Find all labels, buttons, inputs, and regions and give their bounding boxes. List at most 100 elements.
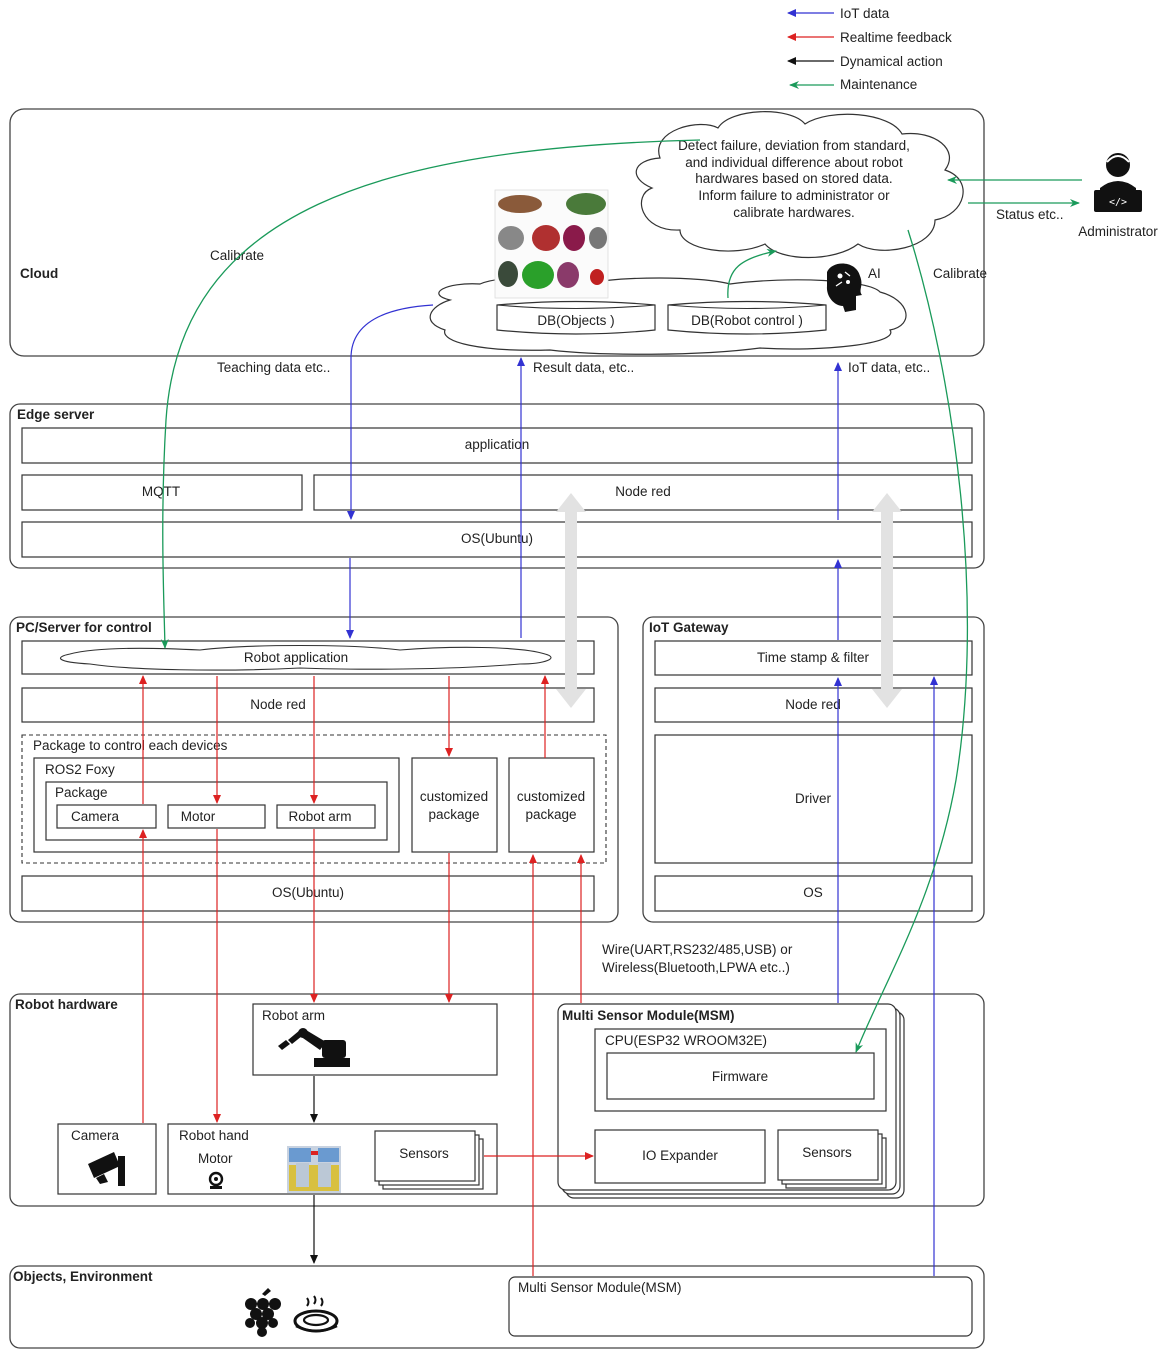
grey-double-arrow-gateway-edge xyxy=(872,493,902,708)
timestamp-filter-box xyxy=(654,640,973,676)
iot-gateway-title: IoT Gateway xyxy=(649,620,729,635)
ai-text-line-2: and individual difference about robot xyxy=(685,155,903,170)
food-dish-icon xyxy=(293,1295,339,1333)
security-camera-icon xyxy=(88,1152,125,1186)
object-images xyxy=(494,189,609,299)
cpu-label: CPU(ESP32 WROOM32E) xyxy=(605,1033,767,1048)
edge-application-box xyxy=(21,427,973,464)
edge-nodered-label: Node red xyxy=(615,484,671,499)
legend: IoT data Realtime feedback Dynamical act… xyxy=(787,6,952,92)
iot-data-flows xyxy=(346,304,938,1276)
ai-head-icon xyxy=(826,263,862,312)
firmware-label: Firmware xyxy=(712,1069,768,1084)
pc-os-box xyxy=(21,875,595,912)
iot-data-label: IoT data, etc.. xyxy=(848,360,930,375)
customized-package-1-line-2: package xyxy=(428,807,479,822)
objects-environment-title: Objects, Environment xyxy=(13,1269,153,1284)
msm-title: Multi Sensor Module(MSM) xyxy=(562,1008,735,1023)
customized-package-2-box xyxy=(508,757,595,853)
edge-application-label: application xyxy=(465,437,530,452)
io-expander-box xyxy=(594,1129,766,1184)
env-msm-label: Multi Sensor Module(MSM) xyxy=(518,1280,682,1295)
realtime-feedback-flows xyxy=(139,675,594,1276)
firmware-box xyxy=(606,1052,875,1100)
edge-os-box xyxy=(21,521,973,558)
wire-label-line-2: Wireless(Bluetooth,LPWA etc..) xyxy=(602,960,790,975)
gateway-driver-label: Driver xyxy=(795,791,832,806)
robot-hand-image xyxy=(287,1146,341,1193)
db-robot-label: DB(Robot control ) xyxy=(691,313,803,328)
package-group-label: Package to control each devices xyxy=(33,738,228,753)
pc-camera-label: Camera xyxy=(71,809,120,824)
teaching-data-label: Teaching data etc.. xyxy=(217,360,330,375)
gateway-nodered-box xyxy=(654,687,973,723)
pc-nodered-label: Node red xyxy=(250,697,306,712)
msm-sensors-label: Sensors xyxy=(802,1145,852,1160)
calibrate-left-label: Calibrate xyxy=(210,248,264,263)
gateway-driver-box xyxy=(654,734,973,864)
hw-motor-label: Motor xyxy=(198,1151,233,1166)
ai-thought-cloud xyxy=(635,111,964,258)
administrator-icon: </> xyxy=(1094,153,1142,212)
pc-robot-arm-box xyxy=(276,804,376,829)
motor-icon xyxy=(208,1171,224,1189)
pc-nodered-box xyxy=(21,687,595,723)
pc-os-label: OS(Ubuntu) xyxy=(272,885,344,900)
edge-nodered-box xyxy=(313,474,973,511)
pc-server-title: PC/Server for control xyxy=(16,620,152,635)
hw-sensors-box xyxy=(374,1130,476,1182)
gateway-nodered-label: Node red xyxy=(785,697,841,712)
result-data-label: Result data, etc.. xyxy=(533,360,634,375)
gateway-os-box xyxy=(654,875,973,912)
administrator-label: Administrator xyxy=(1078,224,1158,239)
ai-text-line-3: hardwares based on stored data. xyxy=(695,171,892,186)
grey-double-arrow-pc-edge xyxy=(556,493,586,708)
cloud-title: Cloud xyxy=(20,266,58,281)
maintenance-flows xyxy=(160,139,1082,1053)
calibrate-right-label: Calibrate xyxy=(933,266,987,281)
customized-package-2-line-2: package xyxy=(525,807,576,822)
grapes-icon xyxy=(245,1288,281,1337)
ai-text-line-5: calibrate hardwares. xyxy=(733,205,855,220)
hw-sensors-label: Sensors xyxy=(399,1146,449,1161)
package-label: Package xyxy=(55,785,108,800)
edge-server-title: Edge server xyxy=(17,407,95,422)
db-robot-cylinder xyxy=(667,300,827,335)
ros2-label: ROS2 Foxy xyxy=(45,762,115,777)
customized-package-1-line-1: customized xyxy=(420,789,488,804)
customized-package-1-box xyxy=(411,757,498,853)
pc-motor-label: Motor xyxy=(181,809,216,824)
legend-iot-data: IoT data xyxy=(840,6,890,21)
robot-arm-icon xyxy=(278,1028,350,1067)
ai-text-line-1: Detect failure, deviation from standard, xyxy=(678,138,910,153)
db-objects-label: DB(Objects ) xyxy=(537,313,614,328)
ai-text-line-4: Inform failure to administrator or xyxy=(698,188,890,203)
edge-mqtt-box xyxy=(21,474,303,511)
wire-label-line-1: Wire(UART,RS232/485,USB) or xyxy=(602,942,793,957)
customized-package-2-line-1: customized xyxy=(517,789,585,804)
legend-realtime-feedback: Realtime feedback xyxy=(840,30,952,45)
env-msm-box xyxy=(508,1276,973,1337)
ai-label: AI xyxy=(868,266,881,281)
legend-maintenance: Maintenance xyxy=(840,77,917,92)
svg-text:</>: </> xyxy=(1109,197,1127,208)
hw-camera-label: Camera xyxy=(71,1128,120,1143)
pc-motor-box xyxy=(167,804,266,829)
pc-robot-arm-label: Robot arm xyxy=(288,809,351,824)
robot-hardware-title: Robot hardware xyxy=(15,997,118,1012)
pc-camera-box xyxy=(56,804,157,829)
gateway-os-label: OS xyxy=(803,885,823,900)
robot-application-cloud xyxy=(59,644,552,671)
legend-dynamical-action: Dynamical action xyxy=(840,54,943,69)
hw-robot-hand-label: Robot hand xyxy=(179,1128,249,1143)
timestamp-filter-label: Time stamp & filter xyxy=(757,650,870,665)
edge-mqtt-label: MQTT xyxy=(142,484,180,499)
edge-os-label: OS(Ubuntu) xyxy=(461,531,533,546)
hw-robot-arm-label: Robot arm xyxy=(262,1008,325,1023)
msm-sensors-box xyxy=(777,1129,879,1181)
robot-application-label: Robot application xyxy=(244,650,348,665)
db-objects-cylinder xyxy=(496,300,656,335)
io-expander-label: IO Expander xyxy=(642,1148,718,1163)
status-label: Status etc.. xyxy=(996,207,1064,222)
